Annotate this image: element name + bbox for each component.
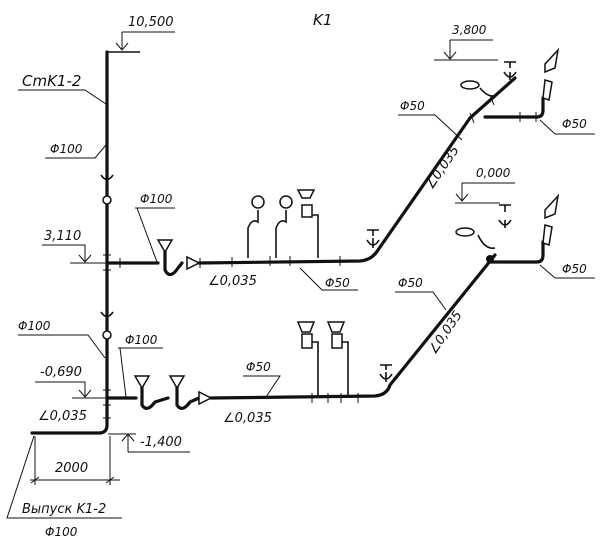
svg-text:10,500: 10,500: [128, 15, 174, 30]
svg-text:3,110: 3,110: [44, 229, 81, 244]
floor-drain-icon: [168, 375, 186, 390]
svg-text:Φ100: Φ100: [18, 319, 51, 333]
check-valve-icon: [198, 390, 213, 406]
svg-text:-0,690: -0,690: [40, 365, 82, 380]
floor-drain-icon: [156, 239, 174, 254]
level-mark-3110: 3,110: [42, 229, 106, 264]
urinal-icon: [542, 224, 553, 246]
tee-fitting-icon: [486, 255, 494, 263]
urinal-icon: [544, 47, 560, 74]
washbasin-icon: [301, 333, 313, 349]
cleanout-icon: [102, 195, 112, 205]
basin-icon: [251, 195, 265, 209]
level-mark-minus0690: -0,690: [35, 365, 106, 399]
svg-text:2000: 2000: [55, 461, 88, 476]
svg-text:Φ100: Φ100: [140, 192, 173, 206]
svg-text:-1,400: -1,400: [140, 435, 182, 450]
level-mark-3800: 3,800: [434, 23, 498, 61]
lower-branch-pipe: [105, 193, 560, 410]
lower-branch-labels: Φ100 Φ100 Φ50 ∠0,035 Φ50 ∠0,035 Φ50: [18, 262, 595, 426]
svg-text:CmK1-2: CmK1-2: [22, 72, 81, 90]
urinal-icon: [542, 79, 553, 101]
washbasin-icon: [301, 204, 313, 218]
svg-text:∠0,035: ∠0,035: [223, 411, 272, 426]
sink-icon: [296, 189, 316, 199]
svg-text:Φ100: Φ100: [125, 333, 158, 347]
washbasin-icon: [460, 80, 480, 90]
level-mark-top: 10,500: [115, 15, 175, 51]
svg-text:Φ50: Φ50: [562, 117, 587, 131]
urinal-icon: [544, 193, 560, 220]
riser-pipe: [30, 50, 140, 435]
svg-text:∠0,035: ∠0,035: [208, 274, 257, 289]
sink-icon: [296, 321, 316, 333]
level-mark-0000: 0,000: [455, 166, 515, 204]
floor-drain-icon: [133, 375, 151, 390]
svg-text:0,000: 0,000: [476, 166, 511, 180]
upper-branch-pipe: [105, 47, 560, 277]
cleanout-icon: [102, 330, 112, 340]
diagram-title: K1: [313, 11, 332, 29]
svg-text:Φ50: Φ50: [398, 276, 423, 290]
basin-icon: [279, 195, 293, 209]
svg-text:Φ100: Φ100: [45, 525, 78, 539]
svg-text:3,800: 3,800: [452, 23, 487, 37]
svg-text:Φ50: Φ50: [325, 276, 350, 290]
svg-text:Φ100: Φ100: [50, 142, 83, 156]
svg-text:Φ50: Φ50: [562, 262, 587, 276]
svg-text:Выпуск K1-2: Выпуск K1-2: [22, 502, 106, 517]
outlet-annotations: ∠0,035 -1,400 2000 Выпуск K1-2 Φ100: [6, 409, 190, 539]
svg-text:∠0,035: ∠0,035: [38, 409, 87, 424]
check-valve-icon: [186, 255, 201, 271]
washbasin-icon: [455, 227, 475, 237]
washbasin-icon: [331, 333, 343, 349]
svg-text:Φ50: Φ50: [400, 99, 425, 113]
svg-text:Φ50: Φ50: [246, 360, 271, 374]
svg-text:∠0,035: ∠0,035: [423, 143, 463, 192]
riser-label: CmK1-2 Φ100: [18, 72, 107, 159]
sink-icon: [326, 321, 346, 333]
